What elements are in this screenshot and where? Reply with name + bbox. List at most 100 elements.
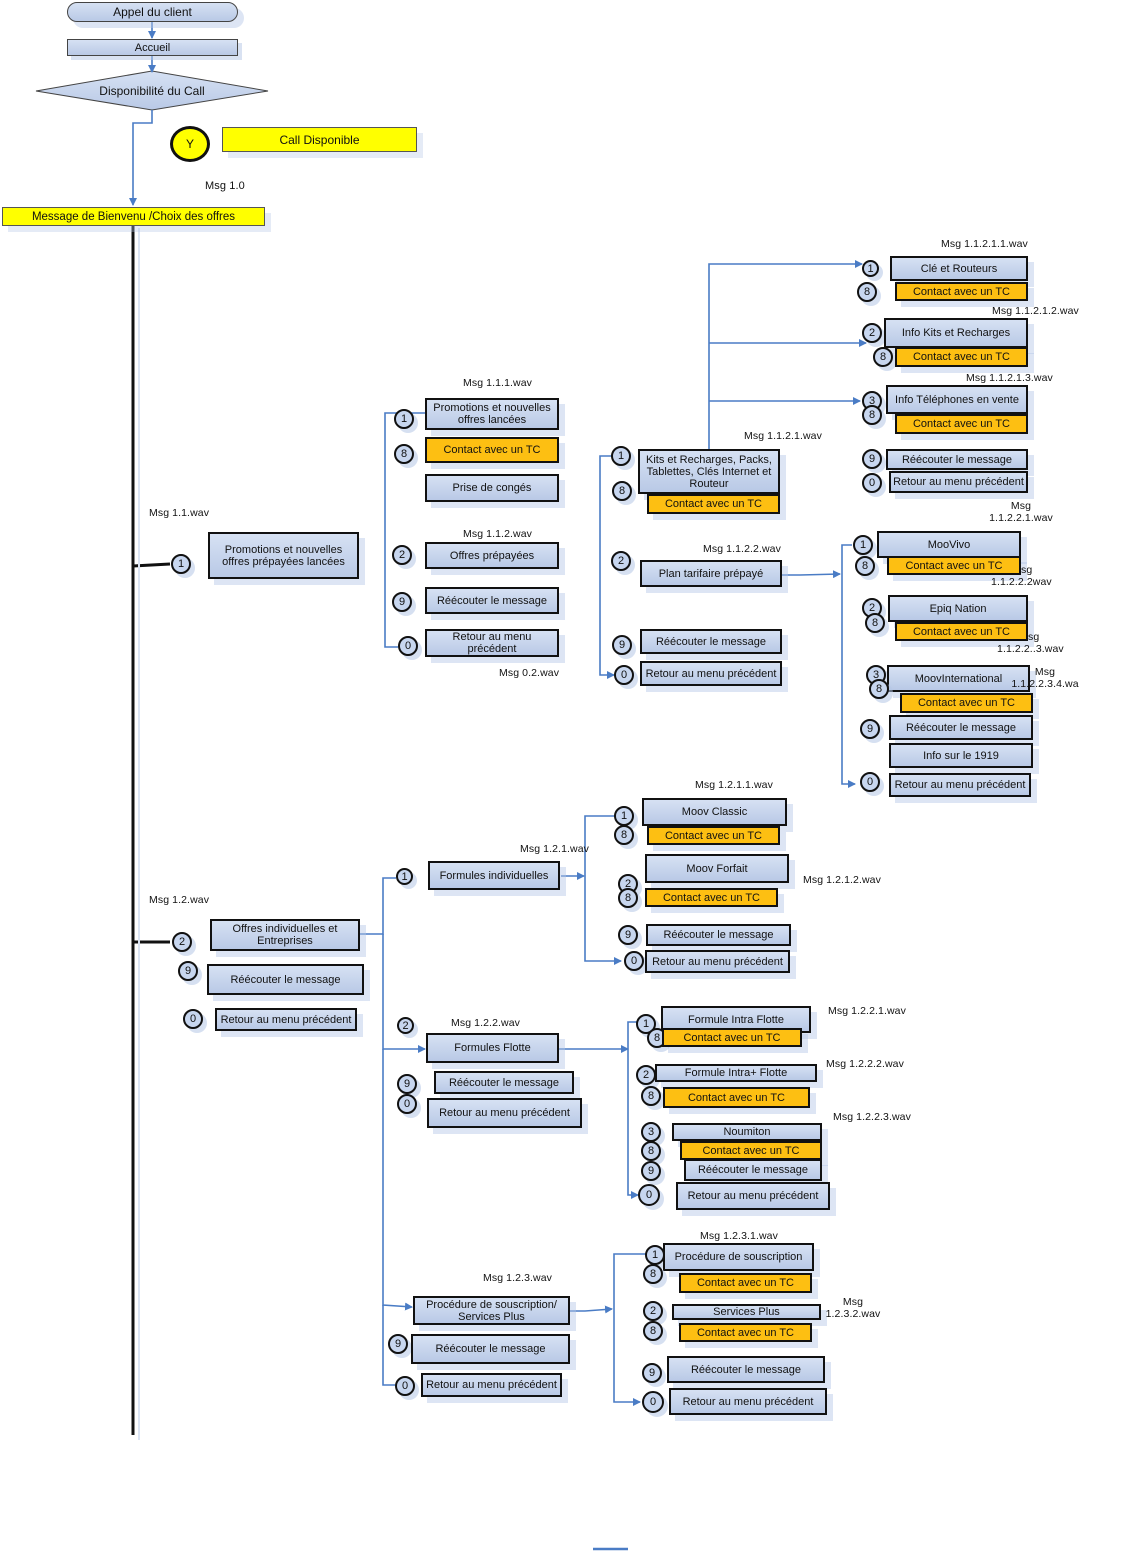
key-9-icon[interactable]: 9 [862, 449, 882, 469]
epiq-nation-box[interactable]: Epiq Nation [888, 595, 1028, 622]
accueil-box[interactable]: Accueil [67, 39, 238, 56]
key-2-icon[interactable]: 2 [397, 1017, 414, 1034]
key-8-icon[interactable]: 8 [614, 825, 634, 845]
contact-tc-box[interactable]: Contact avec un TC [425, 437, 559, 463]
replay-box[interactable]: Réécouter le message [684, 1159, 822, 1181]
key-1-icon[interactable]: 1 [396, 868, 413, 885]
back-box[interactable]: Retour au menu précédent [889, 773, 1031, 797]
key-0-icon[interactable]: 0 [624, 951, 644, 971]
key-9-icon[interactable]: 9 [392, 592, 412, 612]
replay-box[interactable]: Réécouter le message [640, 629, 782, 654]
key-9-icon[interactable]: 9 [642, 1363, 662, 1383]
key-0-icon[interactable]: 0 [614, 665, 634, 685]
key-1-icon[interactable]: 1 [611, 446, 631, 466]
plan-tarifaire-box[interactable]: Plan tarifaire prépayé [640, 560, 782, 587]
back-box[interactable]: Retour au menu précédent [640, 661, 782, 686]
contact-tc-box[interactable]: Contact avec un TC [663, 1087, 810, 1108]
key-1-icon[interactable]: 1 [853, 535, 873, 555]
key-8-icon[interactable]: 8 [873, 347, 893, 367]
formules-indiv-box[interactable]: Formules individuelles [428, 861, 560, 890]
key-0-icon[interactable]: 0 [638, 1184, 660, 1206]
contact-tc-box[interactable]: Contact avec un TC [895, 622, 1028, 641]
moov-forfait-box[interactable]: Moov Forfait [645, 854, 789, 883]
key-0-icon[interactable]: 0 [862, 473, 882, 493]
key-0-icon[interactable]: 0 [395, 1376, 415, 1396]
key-8-icon[interactable]: 8 [855, 556, 875, 576]
contact-tc-box[interactable]: Contact avec un TC [662, 1028, 802, 1047]
key-9-icon[interactable]: 9 [397, 1074, 417, 1094]
key-2-icon[interactable]: 2 [862, 323, 882, 343]
back-box[interactable]: Retour au menu précédent [645, 950, 790, 973]
back-box[interactable]: Retour au menu précédent [427, 1098, 582, 1128]
replay-box[interactable]: Réécouter le message [886, 449, 1028, 470]
key-1-icon[interactable]: 1 [171, 554, 191, 574]
replay-box[interactable]: Réécouter le message [646, 924, 791, 946]
contact-tc-box[interactable]: Contact avec un TC [647, 494, 780, 514]
start-terminator[interactable]: Appel du client [67, 2, 238, 22]
services-plus-box[interactable]: Services Plus [672, 1304, 821, 1320]
key-8-icon[interactable]: 8 [857, 282, 877, 302]
key-8-icon[interactable]: 8 [869, 679, 889, 699]
key-8-icon[interactable]: 8 [865, 613, 885, 633]
key-0-icon[interactable]: 0 [183, 1009, 203, 1029]
promo-prepaid-box[interactable]: Promotions et nouvelles offres prépayées… [208, 532, 359, 579]
conges-box[interactable]: Prise de congés [425, 474, 559, 502]
key-8-icon[interactable]: 8 [641, 1086, 661, 1106]
welcome-box[interactable]: Message de Bienvenu /Choix des offres [2, 207, 265, 226]
contact-tc-box[interactable]: Contact avec un TC [679, 1323, 812, 1342]
prepaid-offers-box[interactable]: Offres prépayées [425, 542, 559, 569]
back-box[interactable]: Retour au menu précédent [421, 1373, 562, 1397]
info-tel-box[interactable]: Info Téléphones en vente [886, 385, 1028, 414]
key-0-icon[interactable]: 0 [397, 1094, 417, 1114]
souscription-services-box[interactable]: Procédure de souscription/ Services Plus [413, 1296, 570, 1325]
key-1-icon[interactable]: 1 [645, 1245, 665, 1265]
info-kits-box[interactable]: Info Kits et Recharges [884, 318, 1028, 348]
contact-tc-box[interactable]: Contact avec un TC [679, 1273, 812, 1293]
contact-tc-box[interactable]: Contact avec un TC [895, 282, 1028, 301]
back-box[interactable]: Retour au menu précédent [889, 471, 1028, 493]
kits-box[interactable]: Kits et Recharges, Packs, Tablettes, Clé… [638, 449, 780, 494]
intra-plus-flotte-box[interactable]: Formule Intra+ Flotte [655, 1064, 817, 1082]
key-9-icon[interactable]: 9 [388, 1334, 408, 1354]
formules-flotte-box[interactable]: Formules Flotte [426, 1033, 559, 1063]
moov-classic-box[interactable]: Moov Classic [642, 798, 787, 826]
contact-tc-box[interactable]: Contact avec un TC [895, 347, 1028, 367]
contact-tc-box[interactable]: Contact avec un TC [647, 826, 780, 845]
replay-box[interactable]: Réécouter le message [425, 587, 559, 614]
replay-box[interactable]: Réécouter le message [411, 1334, 570, 1364]
back-box[interactable]: Retour au menu précédent [669, 1388, 827, 1415]
contact-tc-box[interactable]: Contact avec un TC [680, 1141, 822, 1160]
call-disponible-box[interactable]: Call Disponible [222, 127, 417, 152]
promo-offers-box[interactable]: Promotions et nouvelles offres lancées [425, 398, 559, 430]
key-9-icon[interactable]: 9 [860, 719, 880, 739]
contact-tc-box[interactable]: Contact avec un TC [895, 414, 1028, 434]
key-2-icon[interactable]: 2 [643, 1301, 663, 1321]
key-8-icon[interactable]: 8 [643, 1264, 663, 1284]
replay-box[interactable]: Réécouter le message [667, 1356, 825, 1383]
key-0-icon[interactable]: 0 [642, 1391, 664, 1413]
replay-box[interactable]: Réécouter le message [207, 964, 364, 995]
info-1919-box[interactable]: Info sur le 1919 [889, 743, 1033, 768]
back-box[interactable]: Retour au menu précédent [676, 1182, 830, 1210]
moovivo-box[interactable]: MooVivo [877, 531, 1021, 558]
key-8-icon[interactable]: 8 [862, 405, 882, 425]
contact-tc-box[interactable]: Contact avec un TC [887, 556, 1021, 575]
key-9-icon[interactable]: 9 [178, 961, 198, 981]
key-8-icon[interactable]: 8 [394, 444, 414, 464]
key-3-icon[interactable]: 3 [641, 1122, 661, 1142]
key-2-icon[interactable]: 2 [611, 551, 631, 571]
key-1-icon[interactable]: 1 [394, 409, 414, 429]
noumiton-box[interactable]: Noumiton [672, 1123, 822, 1141]
key-2-icon[interactable]: 2 [392, 545, 412, 565]
key-8-icon[interactable]: 8 [618, 888, 638, 908]
back-box[interactable]: Retour au menu précédent [215, 1008, 357, 1031]
key-9-icon[interactable]: 9 [641, 1161, 661, 1181]
procedure-souscription-box[interactable]: Procédure de souscription [663, 1243, 814, 1271]
offres-indiv-entreprises-box[interactable]: Offres individuelles et Entreprises [210, 919, 360, 951]
key-0-icon[interactable]: 0 [398, 636, 418, 656]
cle-routeurs-box[interactable]: Clé et Routeurs [890, 256, 1028, 281]
contact-tc-box[interactable]: Contact avec un TC [645, 888, 778, 907]
key-0-icon[interactable]: 0 [860, 772, 880, 792]
key-8-icon[interactable]: 8 [612, 481, 632, 501]
replay-box[interactable]: Réécouter le message [434, 1071, 574, 1094]
